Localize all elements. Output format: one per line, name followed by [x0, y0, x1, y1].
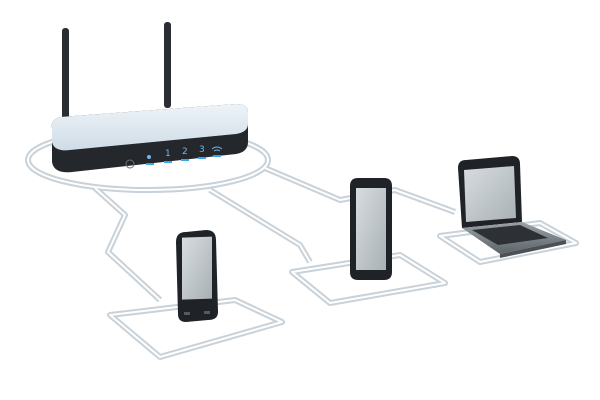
laptop — [458, 156, 566, 258]
smartphone — [176, 230, 218, 322]
power-button-icon — [125, 159, 135, 169]
router: 1 2 3 — [51, 22, 248, 173]
status-icon — [147, 155, 151, 159]
port-label-2: 2 — [182, 147, 188, 157]
port-label-1: 1 — [165, 149, 171, 159]
router-antenna-right — [164, 22, 171, 108]
laptop-keyboard — [472, 225, 548, 245]
tablet — [350, 178, 392, 280]
port-label-3: 3 — [199, 145, 205, 155]
led-power — [146, 163, 154, 165]
led-3 — [198, 157, 206, 159]
led-2 — [181, 159, 189, 161]
smartphone-screen — [182, 236, 212, 300]
wifi-icon — [211, 146, 223, 152]
router-antenna-left — [62, 28, 69, 120]
tablet-screen — [356, 188, 386, 270]
led-wifi — [213, 155, 221, 157]
laptop-screen — [464, 166, 516, 222]
led-1 — [164, 161, 172, 163]
